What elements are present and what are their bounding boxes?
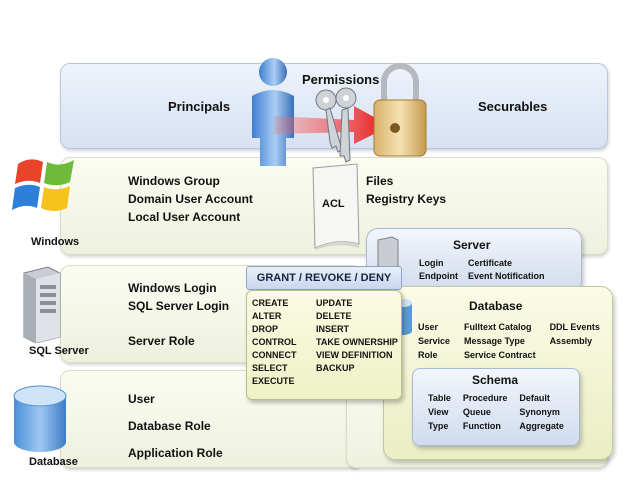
sql-server-login: SQL Server Login — [128, 299, 230, 313]
permission-item: CONNECT — [252, 350, 297, 360]
securables-label: Securables — [478, 99, 548, 114]
database-role: Database Role — [128, 419, 211, 433]
permission-item: DELETE — [316, 311, 352, 321]
schema-item: Default — [519, 393, 550, 403]
schema-item: Function — [462, 421, 501, 431]
principals-label: Principals — [168, 99, 231, 114]
database-item: Message Type — [464, 336, 525, 346]
principal-person-icon — [252, 58, 294, 166]
permission-list: CREATE UPDATE ALTER DELETE DROP INSERT C… — [252, 298, 398, 386]
schema-item: Type — [428, 421, 449, 431]
local-user-account: Local User Account — [128, 210, 241, 224]
permission-item: TAKE OWNERSHIP — [316, 337, 398, 347]
database-item: Assembly — [549, 336, 593, 346]
database-title: Database — [469, 299, 523, 313]
database-item: User — [418, 322, 439, 332]
server-tower-icon — [23, 266, 61, 343]
schema-item: Synonym — [519, 407, 560, 417]
sqlserver-label: SQL Server — [29, 345, 89, 357]
server-item: Certificate — [468, 258, 513, 268]
permission-item: UPDATE — [316, 298, 353, 308]
database-securables: User Fulltext Catalog DDL Events Service… — [418, 322, 600, 360]
windows-login: Windows Login — [128, 281, 217, 295]
sqlserver-principals-list: Windows Login SQL Server Login — [128, 279, 229, 315]
acl-securables-list: Files Registry Keys — [366, 172, 446, 208]
database-item: Service — [418, 336, 451, 346]
windows-label: Windows — [31, 236, 80, 248]
permission-item: CREATE — [252, 298, 289, 308]
keys-icon — [315, 87, 357, 163]
permission-item: EXECUTE — [252, 376, 295, 386]
permissions-label: Permissions — [302, 72, 380, 87]
server-securables: Login Certificate Endpoint Event Notific… — [419, 258, 545, 281]
database-item: Role — [418, 350, 438, 360]
server-title: Server — [453, 238, 491, 252]
permission-item: SELECT — [252, 363, 288, 373]
user: User — [128, 392, 155, 406]
permission-item: VIEW DEFINITION — [316, 350, 393, 360]
server-role: Server Role — [128, 334, 195, 348]
server-panel — [366, 228, 582, 294]
acl-label: ACL — [322, 198, 345, 210]
permission-item: BACKUP — [316, 363, 355, 373]
schema-item: Aggregate — [519, 421, 564, 431]
schema-item: View — [428, 407, 449, 417]
server-item: Login — [419, 258, 444, 268]
database-principals-list: User Database Role Application Role — [128, 386, 223, 467]
permission-item: DROP — [252, 324, 279, 334]
server-item: Event Notification — [468, 271, 545, 281]
schema-panel — [412, 368, 580, 446]
securables-lock-icon — [373, 63, 427, 157]
permissions-box — [246, 290, 402, 400]
windows-principals-list: Windows Group Domain User Account Local … — [128, 172, 253, 226]
database-label: Database — [29, 456, 78, 468]
database-item: Service Contract — [464, 350, 536, 360]
schema-item: Procedure — [462, 393, 508, 403]
schema-title: Schema — [472, 373, 519, 387]
files: Files — [366, 174, 394, 188]
database-item: DDL Events — [549, 322, 600, 332]
windows-logo-icon — [12, 159, 74, 211]
permission-item: ALTER — [252, 311, 282, 321]
schema-item: Queue — [462, 407, 491, 417]
schema-securables: Table Procedure Default View Queue Synon… — [428, 393, 564, 431]
application-role: Application Role — [128, 446, 223, 460]
server-item: Endpoint — [419, 271, 458, 281]
acl-document-icon — [312, 163, 360, 250]
grant-revoke-deny-header: GRANT / REVOKE / DENY — [246, 266, 402, 290]
permission-item: CONTROL — [252, 337, 297, 347]
schema-item: Table — [428, 393, 451, 403]
domain-user-account: Domain User Account — [128, 192, 253, 206]
permission-item: INSERT — [316, 324, 350, 334]
database-cylinder-icon — [13, 385, 67, 452]
database-item: Fulltext Catalog — [464, 322, 532, 332]
registry-keys: Registry Keys — [366, 192, 447, 206]
windows-group: Windows Group — [128, 174, 220, 188]
